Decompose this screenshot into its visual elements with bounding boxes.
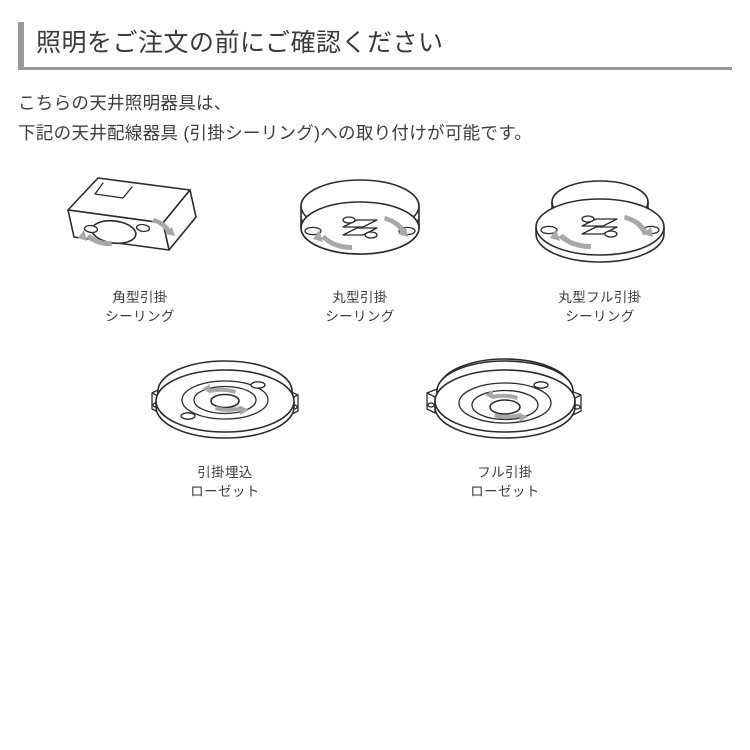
full-rosette-icon [400,340,610,455]
fixture-round-hook-ceiling: 丸型引掛 シーリング [270,170,450,326]
rotation-arrow-icon [202,384,249,415]
fixture-diagram-area: 角型引掛 シーリング [0,170,750,510]
fixture-label: フル引掛 ローゼット [400,463,610,501]
fixture-label-line-2: シーリング [325,309,395,324]
fixture-label: 丸型フル引掛 シーリング [505,288,695,326]
fixture-label-line-1: フル引掛 [477,465,533,480]
fixture-recessed-hook-rosette: 引掛埋込 ローゼット [125,340,325,501]
fixture-label-line-1: 引掛埋込 [197,465,253,480]
header-accent-bar [18,22,24,68]
intro-line-2: 下記の天井配線器具 (引掛シーリング)への取り付けが可能です。 [18,123,533,143]
rotation-arrow-icon [313,216,408,250]
round-full-ceiling-rose-icon [505,170,695,280]
fixture-label: 丸型引掛 シーリング [270,288,450,326]
fixture-label-line-1: 丸型フル引掛 [558,290,642,305]
page-title: 照明をご注文の前にご確認ください [36,29,444,57]
fixture-label-line-2: ローゼット [470,484,540,499]
recessed-rosette-icon [125,340,325,455]
fixture-label-line-2: シーリング [105,309,175,324]
fixture-label: 引掛埋込 ローゼット [125,463,325,501]
fixture-label-line-2: ローゼット [190,484,260,499]
square-ceiling-rose-icon [45,170,235,280]
header-divider [18,67,732,70]
intro-paragraph: こちらの天井照明器具は、 下記の天井配線器具 (引掛シーリング)への取り付けが可… [18,88,532,148]
fixture-label-line-1: 角型引掛 [112,290,168,305]
page-header: 照明をご注文の前にご確認ください [18,22,732,70]
fixture-round-full-hook-ceiling: 丸型フル引掛 シーリング [505,170,695,326]
intro-line-1: こちらの天井照明器具は、 [18,93,232,113]
fixture-label-line-1: 丸型引掛 [332,290,388,305]
rotation-arrow-icon [78,218,175,247]
fixture-label: 角型引掛 シーリング [45,288,235,326]
rotation-arrow-icon [550,215,653,249]
fixture-full-hook-rosette: フル引掛 ローゼット [400,340,610,501]
fixture-label-line-2: シーリング [565,309,635,324]
fixture-square-hook-ceiling: 角型引掛 シーリング [45,170,235,326]
rotation-arrow-icon [485,390,528,422]
round-ceiling-rose-icon [270,170,450,280]
